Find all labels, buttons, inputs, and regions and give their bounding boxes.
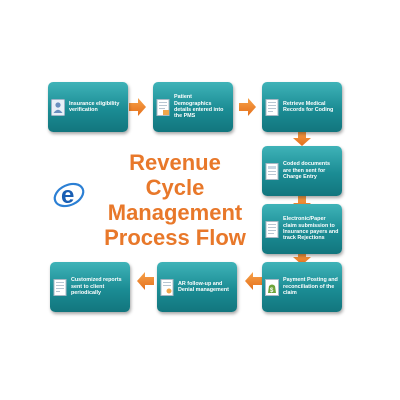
svg-text:$: $ [270,288,274,294]
step-insurance-eligibility: Insurance eligibility verification [48,82,128,132]
title-line-1: Revenue Cycle [129,150,221,200]
step-ar-followup: AR follow-up and Denial management [157,262,237,312]
arrow-3-4 [293,130,311,146]
step-coded-documents: Coded documents are then sent for Charge… [262,146,342,196]
step-payment-posting: $ Payment Posting and reconciliation of … [262,262,342,312]
document-icon [265,162,279,180]
diagram-title: Revenue Cycle Management Process Flow [100,150,250,250]
step-label: Retrieve Medical Records for Coding [283,100,334,113]
arrow-7-8 [137,272,154,290]
arrow-5-6 [293,252,311,265]
document-icon [160,278,174,296]
arrow-6-7 [245,272,262,290]
step-label: Patient Demographics details entered int… [174,94,224,120]
step-customized-reports: Customized reports sent to client period… [50,262,130,312]
step-label: Coded documents are then sent for Charge… [283,161,331,181]
svg-text:e: e [61,182,74,209]
step-label: Insurance eligibility verification [69,100,120,113]
document-icon [265,98,279,116]
document-icon [265,220,279,238]
arrow-2-3 [239,98,256,116]
user-card-icon [51,98,65,116]
step-label: AR follow-up and Denial management [178,280,229,293]
step-label: Electronic/Paper claim submission to Ins… [283,216,339,242]
step-claim-submission: Electronic/Paper claim submission to Ins… [262,204,342,254]
title-line-2: Management [107,200,243,225]
step-patient-demographics: Patient Demographics details entered int… [153,82,233,132]
title-line-3: Process Flow [104,225,246,250]
step-retrieve-medical-records: Retrieve Medical Records for Coding [262,82,342,132]
money-bag-icon: $ [265,278,279,296]
document-icon [156,98,170,116]
step-label: Customized reports sent to client period… [71,277,122,297]
company-logo: e [52,177,86,211]
step-label: Payment Posting and reconciliation of th… [283,277,338,297]
arrow-1-2 [129,98,146,116]
document-icon [53,278,67,296]
